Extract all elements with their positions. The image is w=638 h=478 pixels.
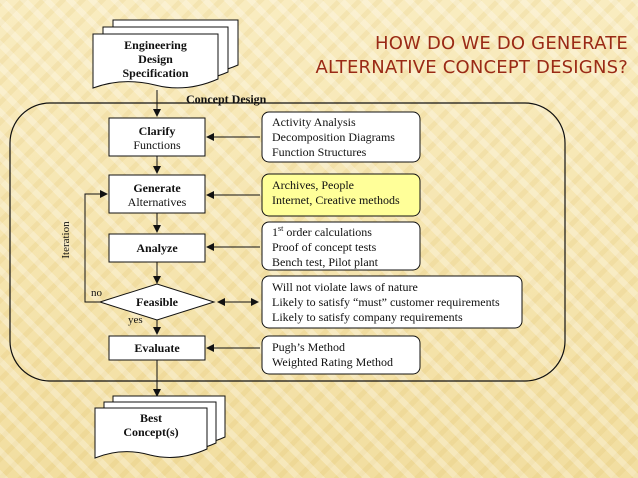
spec-line-2: Design (138, 52, 173, 66)
note-analyze-line-1-rest: order calculations (283, 225, 372, 239)
note-evaluate-line-1: Pugh’s Method (272, 340, 346, 354)
iteration-label: Iteration (60, 221, 72, 259)
yes-branch-label: yes (128, 314, 143, 326)
spec-document-stack (92, 19, 239, 89)
title-line-1: HOW DO WE DO GENERATE (374, 33, 628, 54)
generate-box (108, 174, 206, 214)
note-box-clarify (261, 111, 421, 163)
iteration-loop-arrow (84, 190, 108, 303)
note-analyze-ordinal: 1 (272, 225, 278, 239)
note-generate-line-2: Internet, Creative methods (272, 193, 400, 207)
evaluate-label: Evaluate (134, 341, 180, 355)
concept-design-label: Concept Design (186, 92, 267, 106)
note-evaluate-line-2: Weighted Rating Method (272, 355, 394, 369)
note-generate-line-1: Archives, People (272, 178, 354, 192)
note-clarify-line-3: Function Structures (272, 145, 367, 159)
spec-line-3: Specification (122, 66, 189, 80)
concept-design-frame (9, 102, 566, 382)
note-evaluate: Pugh’s Method Weighted Rating Method (272, 340, 393, 370)
note-feasible: Will not violate laws of nature Likely t… (272, 280, 500, 325)
clarify-label: Clarify Functions (109, 124, 205, 152)
note-analyze-line-1: 1st order calculations (272, 225, 378, 240)
clarify-line-2: Functions (133, 138, 181, 152)
no-branch-label: no (91, 287, 102, 299)
generate-line-2: Alternatives (127, 195, 187, 209)
generate-label: Generate Alternatives (109, 181, 205, 209)
note-clarify-line-2: Decomposition Diagrams (272, 130, 395, 144)
note-feasible-line-2: Likely to satisfy “must” customer requir… (272, 295, 500, 309)
slide-title: HOW DO WE DO GENERATE ALTERNATIVE CONCEP… (288, 32, 628, 80)
best-concept-label: Best Concept(s) (95, 411, 207, 439)
note-analyze-line-3: Bench test, Pilot plant (272, 255, 378, 269)
analyze-label: Analyze (136, 241, 178, 255)
note-analyze-ordinal-suffix: st (278, 224, 284, 233)
best-line-1: Best (140, 411, 162, 425)
note-box-generate (261, 173, 421, 217)
note-box-analyze (261, 221, 421, 271)
note-analyze: 1st order calculations Proof of concept … (272, 225, 378, 270)
best-concept-document-stack (94, 395, 226, 459)
spec-line-1: Engineering (124, 38, 187, 52)
clarify-box (108, 117, 206, 157)
title-line-2: ALTERNATIVE CONCEPT DESIGNS? (315, 57, 628, 78)
note-box-feasible (261, 275, 523, 329)
note-analyze-line-2: Proof of concept tests (272, 240, 377, 254)
note-feasible-line-3: Likely to satisfy company requirements (272, 310, 463, 324)
note-box-evaluate (261, 335, 421, 375)
feasible-label: Feasible (136, 295, 178, 309)
note-generate: Archives, People Internet, Creative meth… (272, 178, 400, 208)
feasible-diamond (98, 283, 216, 321)
note-feasible-line-1: Will not violate laws of nature (272, 280, 418, 294)
note-clarify-line-1: Activity Analysis (272, 115, 356, 129)
spec-document-label: Engineering Design Specification (93, 38, 218, 80)
clarify-line-1: Clarify (138, 124, 176, 138)
generate-line-1: Generate (133, 181, 181, 195)
best-line-2: Concept(s) (123, 425, 179, 439)
analyze-box (108, 233, 206, 263)
note-clarify: Activity Analysis Decomposition Diagrams… (272, 115, 395, 160)
